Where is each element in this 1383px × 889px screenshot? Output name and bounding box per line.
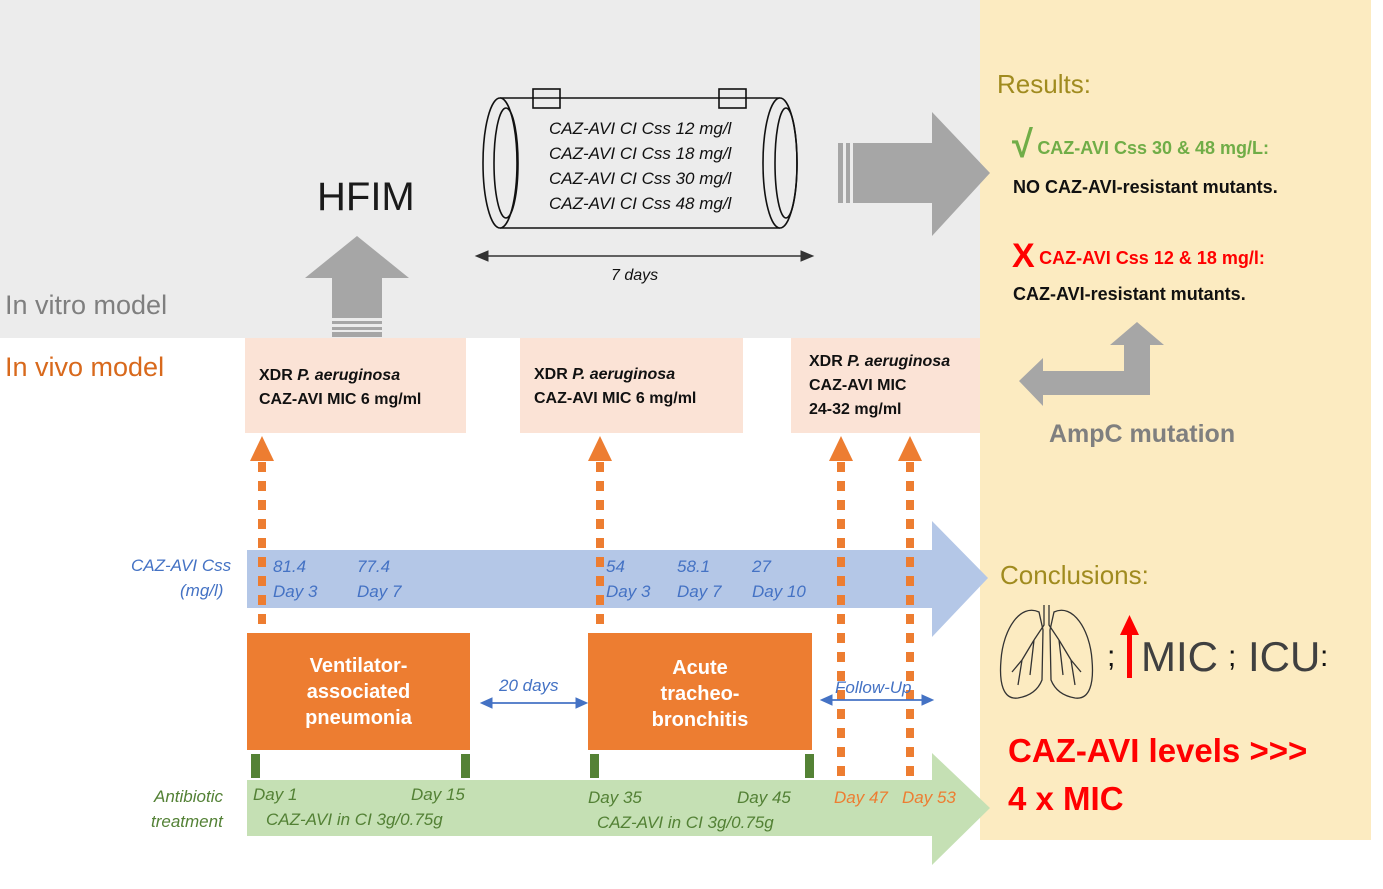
isolate-mic: CAZ-AVI MIC 6 mg/ml — [534, 390, 697, 407]
hollow-fiber-cartridge-icon — [482, 88, 798, 229]
duration-double-arrow — [474, 250, 815, 262]
css-axis-label: CAZ-AVI Css — [131, 556, 232, 575]
episode-label-vap: Ventilator- associated pneumonia — [305, 655, 412, 729]
conclusion-line-1: CAZ-AVI levels >>> — [1008, 732, 1308, 769]
ampc-label: AmpC mutation — [1049, 420, 1236, 448]
treatment-markers — [251, 754, 814, 778]
isolate-mic-range: 24-32 mg/ml — [809, 401, 902, 418]
bad-result-title: CAZ-AVI Css 12 & 18 mg/l: — [1039, 248, 1265, 268]
results-panel — [980, 0, 1371, 840]
css-value: 81.4 — [273, 557, 307, 576]
x-icon: X — [1012, 237, 1035, 275]
good-result-text: NO CAZ-AVI-resistant mutants. — [1013, 177, 1278, 197]
css-day: Day 7 — [677, 582, 722, 601]
isolate-prefix: XDR — [534, 366, 573, 383]
mic-label: MIC — [1141, 633, 1218, 680]
good-result-header: √ CAZ-AVI Css 30 & 48 mg/L: — [1012, 124, 1269, 167]
interval-label: 20 days — [499, 676, 559, 695]
follow-up-day: Day 53 — [902, 788, 956, 807]
css-value: 77.4 — [357, 557, 391, 576]
separator: : — [1320, 640, 1329, 673]
treatment-axis-label-2: treatment — [151, 812, 223, 831]
interval-arrows — [479, 694, 935, 709]
ampc-bent-arrow — [1019, 322, 1164, 406]
separator: ; — [1228, 640, 1237, 673]
hfim-up-arrow — [305, 236, 409, 337]
conclusions-title: Conclusions: — [1000, 560, 1149, 590]
good-result-title: CAZ-AVI Css 30 & 48 mg/L: — [1037, 138, 1270, 158]
treatment-day: Day 45 — [737, 788, 791, 807]
isolate-prefix: XDR — [259, 367, 298, 384]
isolate-mic: CAZ-AVI MIC 6 mg/ml — [259, 391, 422, 408]
isolate-box-3: XDR P. aeruginosa CAZ-AVI MIC 24-32 mg/m… — [791, 338, 980, 433]
tube-line: CAZ-AVI CI Css 48 mg/l — [549, 194, 732, 213]
in-vitro-label: In vitro model — [5, 290, 168, 320]
episode-box-vap — [247, 633, 470, 750]
css-timeline-arrow — [247, 521, 988, 637]
tube-concentrations: CAZ-AVI CI Css 12 mg/l CAZ-AVI CI Css 18… — [549, 116, 731, 216]
separator: ; — [1107, 640, 1116, 673]
lungs-icon — [999, 605, 1094, 699]
css-value: 54 — [606, 557, 625, 576]
treatment-regimen: CAZ-AVI in CI 3g/0.75g — [266, 810, 443, 829]
icu-label: ICU — [1248, 633, 1321, 680]
follow-up-day: Day 47 — [834, 788, 888, 807]
bad-result-text: CAZ-AVI-resistant mutants. — [1013, 284, 1246, 304]
isolate-mic: CAZ-AVI MIC — [809, 377, 907, 394]
css-value: 58.1 — [677, 557, 711, 576]
treatment-day: Day 1 — [253, 785, 298, 804]
duration-label: 7 days — [611, 267, 659, 284]
tube-line: CAZ-AVI CI Css 18 mg/l — [549, 144, 732, 163]
isolate-box-2: XDR P. aeruginosa CAZ-AVI MIC 6 mg/ml — [520, 338, 743, 433]
treatment-regimen: CAZ-AVI in CI 3g/0.75g — [597, 813, 774, 832]
css-value: 27 — [752, 557, 771, 576]
conclusion-line-2: 4 x MIC — [1008, 780, 1124, 817]
results-title: Results: — [997, 69, 1091, 99]
treatment-day: Day 35 — [588, 788, 642, 807]
hfim-label: HFIM — [317, 175, 415, 219]
treatment-day: Day 15 — [411, 785, 465, 804]
follow-up-label: Follow-Up — [835, 678, 912, 697]
bad-result-header: X CAZ-AVI Css 12 & 18 mg/l: — [1012, 237, 1265, 276]
isolate-species: P. aeruginosa — [572, 366, 676, 383]
css-day: Day 3 — [273, 582, 318, 601]
to-results-arrow — [838, 112, 990, 236]
treatment-axis-label: Antibiotic — [154, 787, 223, 806]
isolate-species: P. aeruginosa — [297, 367, 401, 384]
css-axis-unit: (mg/l) — [180, 581, 224, 600]
episode-label-tracheobronchitis: Acute tracheo- bronchitis — [651, 657, 749, 731]
css-day: Day 3 — [606, 582, 651, 601]
episode-box-tracheobronchitis — [588, 633, 812, 750]
css-day: Day 10 — [752, 582, 806, 601]
in-vivo-label: In vivo model — [5, 352, 165, 382]
isolate-prefix: XDR — [809, 353, 848, 370]
isolate-box-1: XDR P. aeruginosa CAZ-AVI MIC 6 mg/ml — [245, 338, 466, 433]
sampling-arrow-heads — [250, 436, 922, 461]
tube-line: CAZ-AVI CI Css 12 mg/l — [549, 119, 732, 138]
sampling-arrows — [258, 462, 914, 780]
css-day: Day 7 — [357, 582, 402, 601]
tube-line: CAZ-AVI CI Css 30 mg/l — [549, 169, 732, 188]
treatment-timeline-arrow — [247, 753, 990, 865]
check-icon: √ — [1012, 124, 1033, 166]
increase-arrow-icon — [1120, 615, 1139, 678]
isolate-species: P. aeruginosa — [847, 353, 951, 370]
